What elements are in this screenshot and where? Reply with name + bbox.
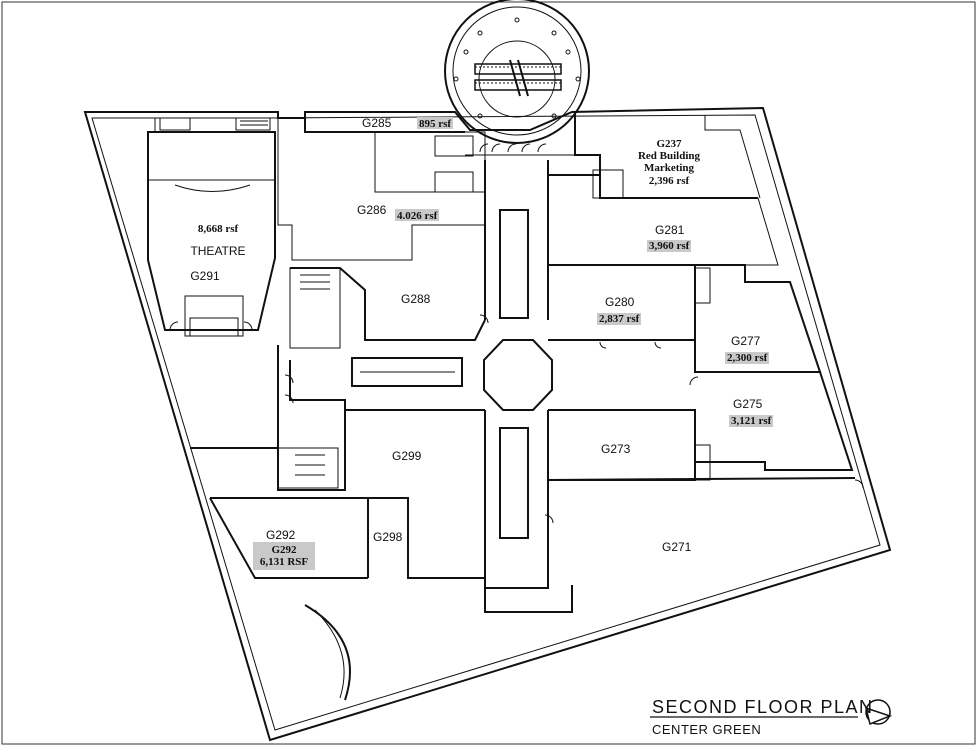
g281-area: 3,960 rsf xyxy=(649,240,690,252)
g285-area-box xyxy=(417,117,453,129)
g237-label: G237 xyxy=(656,138,682,150)
page-title: SECOND FLOOR PLAN xyxy=(652,697,874,717)
g285-label: G285 xyxy=(362,116,392,130)
g292-area: 6,131 RSF xyxy=(260,556,309,568)
g275-area-box xyxy=(729,415,773,427)
g291-label: G291 xyxy=(190,269,220,283)
g299-label: G299 xyxy=(392,449,422,463)
g291-area: 8,668 rsf xyxy=(198,223,239,235)
g285-area: 895 rsf xyxy=(419,118,451,130)
g281-area-box xyxy=(647,240,691,252)
g271-label: G271 xyxy=(662,540,692,554)
rotunda xyxy=(444,0,590,144)
g275-area: 3,121 rsf xyxy=(731,415,772,427)
door-icon xyxy=(169,143,864,524)
g277-area: 2,300 rsf xyxy=(727,352,768,364)
escalator-icon xyxy=(474,59,562,97)
g288-label: G288 xyxy=(401,292,431,306)
g298-label: G298 xyxy=(373,530,403,544)
page-subtitle: CENTER GREEN xyxy=(652,722,761,737)
theatre-walls xyxy=(147,117,276,337)
east-rooms-walls xyxy=(547,112,856,481)
g277-area-box xyxy=(725,352,769,364)
g277-label: G277 xyxy=(731,334,761,348)
g286-area-box xyxy=(395,209,439,221)
corridor-walls xyxy=(289,209,573,613)
north-arrow-icon xyxy=(864,699,893,726)
g292-label: G292 xyxy=(266,528,296,542)
g237-line2: Marketing xyxy=(644,162,695,174)
g237-area: 2,396 rsf xyxy=(649,175,690,187)
g281-label: G281 xyxy=(655,223,685,237)
g291-name: THEATRE xyxy=(190,244,245,258)
g292-box-label: G292 xyxy=(271,544,297,556)
southwest-rooms-walls xyxy=(190,345,485,701)
g275-label: G275 xyxy=(733,397,763,411)
g286-label: G286 xyxy=(357,203,387,217)
g292-area-box xyxy=(253,542,315,570)
g280-label: G280 xyxy=(605,295,635,309)
g237-line1: Red Building xyxy=(638,150,701,162)
g280-area-box xyxy=(597,313,641,325)
north-wing-walls xyxy=(277,112,575,320)
g273-label: G273 xyxy=(601,442,631,456)
g288-walls xyxy=(289,267,486,349)
g286-area: 4.026 rsf xyxy=(397,210,438,222)
g280-area: 2,837 rsf xyxy=(599,313,640,325)
